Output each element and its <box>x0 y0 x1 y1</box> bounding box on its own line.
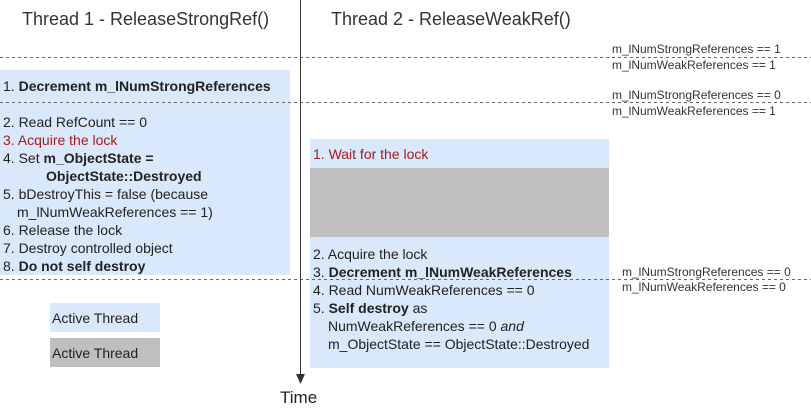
thread1-step-5: 5. bDestroyThis = false (because <box>3 186 209 202</box>
thread1-step-2: 2. Read RefCount == 0 <box>3 114 147 130</box>
time-axis-arrow <box>296 374 305 384</box>
thread1-step-4-cont: ObjectState::Destroyed <box>46 168 202 184</box>
thread2-step-5: 5. Self destroy as <box>313 300 428 316</box>
thread1-active-block <box>0 70 290 275</box>
thread1-step-3: 3. Acquire the lock <box>3 132 118 148</box>
state-3-weak: m_lNumWeakReferences == 0 <box>622 280 786 294</box>
state-2-weak: m_lNumWeakReferences == 1 <box>612 104 776 118</box>
thread2-wait-block <box>310 139 609 168</box>
thread2-blocked-block <box>310 168 609 237</box>
state-1-weak: m_lNumWeakReferences == 1 <box>612 58 776 72</box>
thread2-step-4: 4. Read NumWeakReferences == 0 <box>313 282 535 298</box>
thread2-step-5-cont: NumWeakReferences == 0 and <box>328 318 524 334</box>
thread2-step-1: 1. Wait for the lock <box>313 146 429 162</box>
thread2-title: Thread 2 - ReleaseWeakRef() <box>331 9 571 29</box>
state-2-strong: m_lNumStrongReferences == 0 <box>612 88 781 102</box>
legend-blocked: Active Thread <box>50 338 160 367</box>
thread1-step-5-cont: m_lNumWeakReferences == 1) <box>17 204 213 220</box>
state-3-strong: m_lNumStrongReferences == 0 <box>622 265 791 279</box>
thread1-step-1: 1. Decrement m_lNumStrongReferences <box>3 78 271 94</box>
state-1-strong: m_lNumStrongReferences == 1 <box>612 42 781 56</box>
thread2-step-3: 3. Decrement m_lNumWeakReferences <box>313 264 572 280</box>
thread1-step-7: 7. Destroy controlled object <box>3 240 173 256</box>
thread1-title: Thread 1 - ReleaseStrongRef() <box>22 9 270 29</box>
thread2-step-2: 2. Acquire the lock <box>313 246 428 262</box>
thread2-step-5-cont2: m_ObjectState == ObjectState::Destroyed <box>328 336 590 352</box>
thread1-step-8: 8. Do not self destroy <box>3 258 146 274</box>
legend-active: Active Thread <box>50 303 160 332</box>
thread2-active-block <box>310 237 609 368</box>
thread1-step-6: 6. Release the lock <box>3 222 123 238</box>
time-axis-label: Time <box>280 388 318 407</box>
thread1-step-4: 4. Set m_ObjectState = <box>3 150 154 166</box>
